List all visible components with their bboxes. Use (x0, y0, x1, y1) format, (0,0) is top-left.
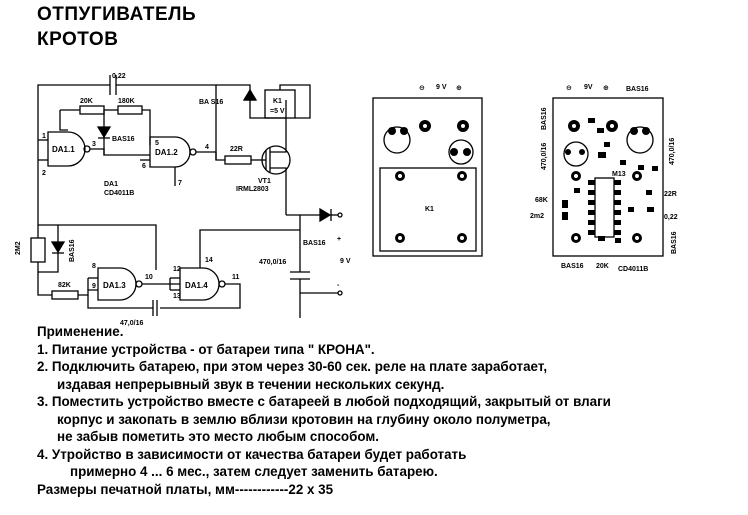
pin-4: 4 (205, 144, 209, 151)
pin-1: 1 (42, 133, 46, 140)
title-line-1: ОТПУГИВАТЕЛЬ (37, 4, 197, 25)
label-c-pwr: 470,0/16 (259, 259, 286, 266)
pin-8: 8 (92, 263, 96, 270)
label-da1-1: DA1.1 (52, 145, 75, 154)
board-back-bas16-b: BAS16 (541, 107, 548, 130)
board-back-minus: ⊖ (566, 85, 572, 92)
label-plus: + (337, 236, 341, 243)
label-r-82k: 82K (58, 282, 71, 289)
label-c-top: 0,22 (112, 73, 126, 80)
label-da1-part: CD4011B (104, 190, 134, 197)
label-r-2m2: 2M2 (15, 241, 22, 255)
board-front-v9: 9 V (436, 84, 447, 91)
board-front-minus: ⊖ (419, 85, 425, 92)
board-back-chip: CD4011B (618, 266, 648, 273)
title-line-2: КРОТОВ (37, 29, 119, 50)
board-front (372, 97, 483, 257)
board-back-r68k: 68K (535, 197, 548, 204)
pin-13: 13 (173, 293, 181, 300)
pin-7: 7 (178, 180, 182, 187)
label-v9: 9 V (340, 258, 351, 265)
label-vt-part: IRML2803 (236, 186, 269, 193)
label-r1: 20K (80, 98, 93, 105)
notes-line-3c: не забыв пометить это место любым способ… (57, 429, 379, 444)
board-back-c470: 470,0/16 (541, 143, 548, 170)
board-front-relay: K1 (425, 206, 434, 213)
pin-9: 9 (92, 283, 96, 290)
label-da1-4: DA1.4 (185, 281, 208, 290)
pin-12: 12 (173, 266, 181, 273)
board-back-c470b: 470,0/16 (669, 138, 676, 165)
label-relay-v: =5 V (270, 108, 285, 115)
board-back (552, 97, 664, 257)
board-back-r20k: 20K (596, 263, 609, 270)
notes-heading: Применение. (37, 324, 124, 339)
notes-line-3a: 3. Поместить устройство вместе с батарее… (37, 394, 611, 409)
label-d-pwr: BAS16 (303, 240, 326, 247)
label-vt: VT1 (258, 178, 271, 185)
label-da1: DA1 (104, 181, 118, 188)
notes-line-1: 1. Питание устройства - от батареи типа … (37, 341, 375, 357)
notes-line-4a: 4. Утройство в зависимости от качества б… (37, 446, 467, 462)
board-back-v9: 9V (584, 84, 593, 91)
board-back-m13: M13 (612, 171, 626, 178)
pin-3: 3 (92, 141, 96, 148)
board-back-bas16-d: BAS16 (561, 263, 584, 270)
board-back-plus: ⊕ (603, 85, 609, 92)
label-da1-2: DA1.2 (155, 148, 178, 157)
label-d1: BAS16 (112, 136, 135, 143)
pin-6: 6 (142, 163, 146, 170)
label-minus: - (337, 282, 340, 289)
pin-2: 2 (42, 170, 46, 177)
label-r2: 180K (118, 98, 135, 105)
board-back-r22r: 22R (664, 191, 677, 198)
notes-line-2b: издавая непрерывный звук в течении неско… (57, 376, 445, 392)
notes-line-2a: 2. Подключить батарею, при этом через 30… (37, 359, 548, 374)
usage-notes: Применение. 1. Питание устройства - от б… (37, 323, 611, 498)
notes-size: Размеры печатной платы, мм------------22… (37, 481, 334, 497)
label-c-4716: 47,0/16 (120, 320, 143, 327)
label-r-gate: 22R (230, 146, 243, 153)
label-d-relay: BA S16 (199, 99, 223, 106)
notes-line-4b: примерно 4 ... 6 мес., затем следует зам… (70, 464, 438, 479)
label-da1-3: DA1.3 (103, 281, 126, 290)
pin-14: 14 (205, 257, 213, 264)
board-back-c022: 0,22 (664, 214, 678, 221)
pin-11: 11 (232, 274, 240, 281)
board-back-c2m2: 2m2 (530, 213, 544, 220)
board-back-bas16-c: BAS16 (671, 231, 678, 254)
board-back-bas16-a: BAS16 (626, 86, 649, 93)
notes-line-3b: корпус и закопать в землю вблизи кротови… (57, 411, 551, 427)
pin-5: 5 (155, 140, 159, 147)
pin-10: 10 (145, 274, 153, 281)
label-relay-name: K1 (273, 98, 282, 105)
board-front-plus: ⊕ (456, 85, 462, 92)
label-d-bas16: BAS16 (69, 239, 76, 262)
schematic-wires (30, 75, 343, 318)
